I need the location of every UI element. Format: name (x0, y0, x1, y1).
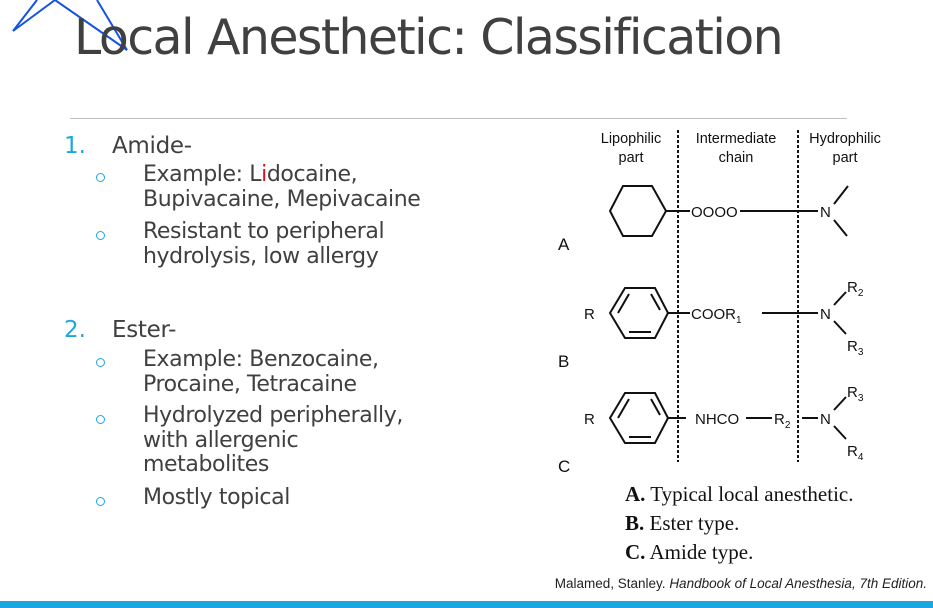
amine-group-c-bottom: R4 (847, 443, 864, 463)
anesthetic-structure-diagram: Lipophilic part Intermediate chain Hydro… (558, 130, 881, 476)
list-item-ester-topical: Mostly topical (143, 485, 290, 511)
amine-group-b-bottom: R3 (847, 338, 864, 358)
bullet-circle-icon (96, 173, 105, 182)
ester-example-line-2: Procaine, Tetracaine (143, 371, 357, 397)
ester-example-line-1: Example: Benzocaine, (143, 347, 379, 372)
amine-b: N (820, 306, 831, 323)
diagram-caption: A. Typical local anesthetic. B. Ester ty… (625, 480, 853, 567)
header-hydrophilic-part: part (833, 150, 858, 166)
ester-property-line-3: metabolites (143, 452, 269, 477)
bullet-circle-icon (96, 231, 105, 240)
cyclohexane-ring (608, 185, 668, 237)
bullet-circle-icon (96, 358, 105, 367)
ester-property-line-1: Hydrolyzed peripherally, (143, 403, 403, 428)
amine-a: N (820, 204, 831, 221)
amide-property-line-1: Resistant to peripheral (143, 219, 385, 244)
substituent-c: R (584, 411, 595, 428)
list-item-ester-example: Example: Benzocaine, Procaine, Tetracain… (143, 347, 379, 397)
ester-topical-line-1: Mostly topical (143, 485, 290, 510)
row-label-b: B (558, 352, 569, 371)
chain-b: COOR1 (691, 306, 742, 326)
caption-line-a: A. Typical local anesthetic. (625, 482, 854, 506)
slide-title: Local Anesthetic: Classification (74, 9, 784, 66)
chain-a: OOOO (691, 204, 738, 221)
list-item-amide-property: Resistant to peripheral hydrolysis, low … (143, 219, 385, 269)
source-citation: Malamed, Stanley. Handbook of Local Anes… (554, 576, 927, 591)
bottom-accent-bar (0, 601, 933, 608)
title-divider (70, 118, 847, 119)
amide-example-line-2: Bupivacaine, Mepivacaine (143, 186, 421, 212)
header-lipophilic-part: part (619, 150, 644, 166)
amine-group-c-top: R3 (847, 384, 864, 404)
list-item-ester-property: Hydrolyzed peripherally, with allergenic… (143, 403, 403, 478)
list-number-1: 1. (64, 133, 86, 159)
star-outline-decoration (12, 0, 128, 51)
ester-property-line-2: with allergenic (143, 427, 299, 453)
header-intermediate: Intermediate (696, 131, 777, 147)
header-lipophilic: Lipophilic (601, 131, 661, 147)
caption-line-c: C. Amide type. (625, 540, 754, 564)
amine-group-b-top: R2 (847, 279, 864, 299)
header-hydrophilic: Hydrophilic (809, 131, 881, 147)
column-headers: Lipophilic part Intermediate chain Hydro… (601, 131, 881, 166)
list-number-2: 2. (64, 317, 86, 343)
chain-c: NHCO (695, 411, 739, 428)
row-label-c: C (558, 457, 570, 476)
substituent-b: R (584, 306, 595, 323)
amide-property-line-2: hydrolysis, low allergy (143, 243, 379, 269)
chain-r-c: R2 (774, 411, 791, 431)
list-heading-amide: Amide- (112, 133, 192, 159)
highlight-letter: i (261, 162, 267, 187)
amide-example-line-1: Example: Lidocaine, (143, 162, 358, 187)
amine-c: N (820, 411, 831, 428)
bullet-circle-icon (96, 497, 105, 506)
list-heading-ester: Ester- (112, 317, 177, 343)
row-label-a: A (558, 235, 570, 254)
header-intermediate-chain: chain (719, 150, 754, 166)
bullet-circle-icon (96, 415, 105, 424)
list-item-amide-example: Example: Lidocaine, Bupivacaine, Mepivac… (143, 162, 421, 212)
caption-line-b: B. Ester type. (625, 511, 740, 535)
